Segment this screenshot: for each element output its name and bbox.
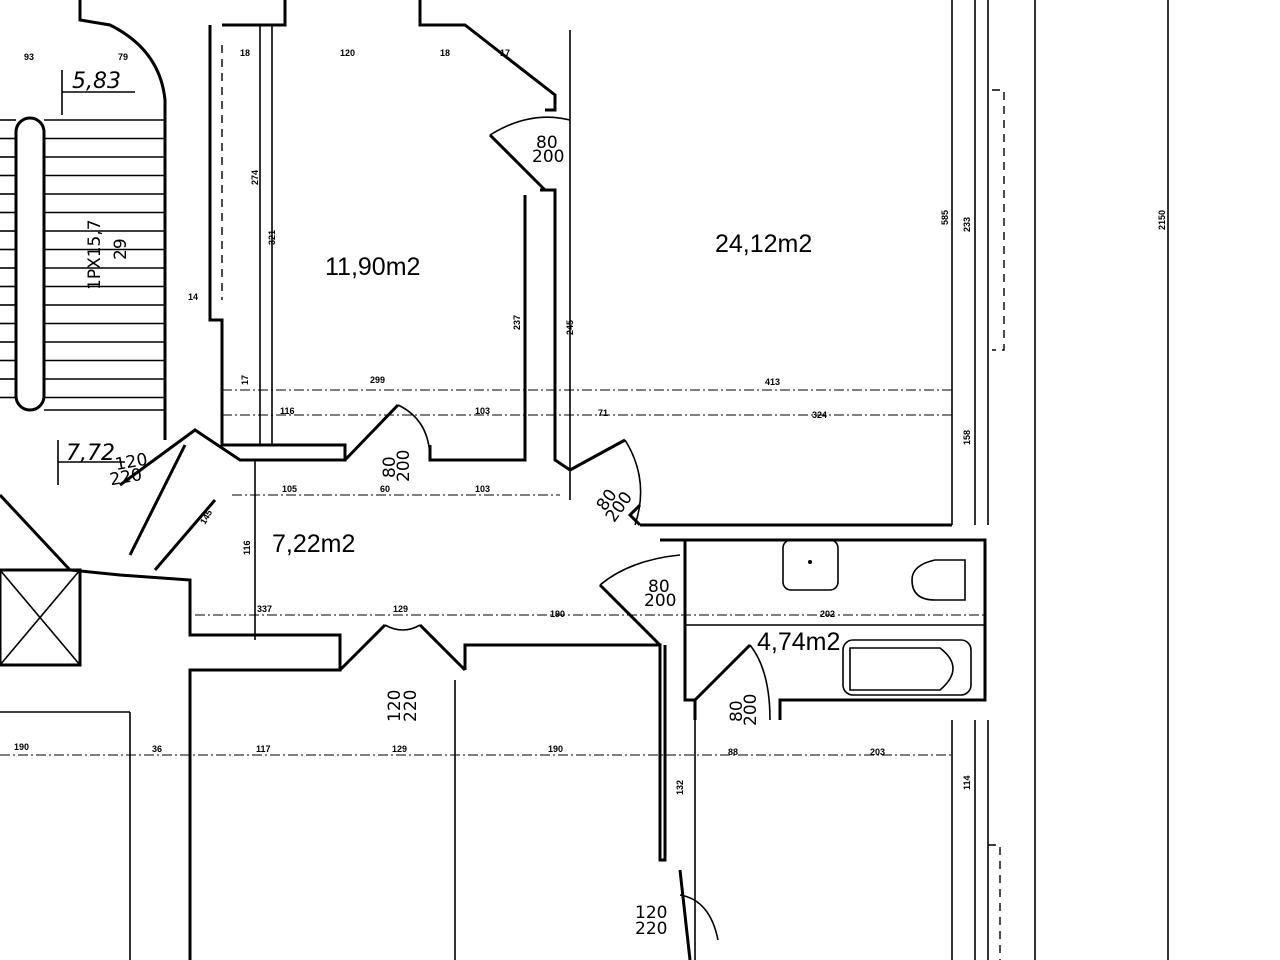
dimension-value: 299 [370,375,385,385]
level-value-2: 7,72 [66,441,115,466]
staircase [0,0,167,440]
dimension-value: 103 [475,484,490,494]
area-label-bath: 4,74m2 [757,628,840,656]
dimension-value: 190 [14,742,29,752]
door-label-2: 80 200 [380,450,414,482]
dimension-value: 237 [512,315,522,330]
door-labels: 80 200 80 200 80 200 80 200 80 200 120 2… [108,133,761,939]
svg-text:80: 80 [536,133,558,153]
dimension-value: 71 [598,408,608,418]
door-label-4: 80 200 [644,577,676,611]
dimension-value: 158 [962,430,972,445]
bath-fixtures [782,539,972,696]
svg-text:120: 120 [635,903,667,923]
dimension-value: 129 [392,744,407,754]
level-marker-1: 5,83 [61,69,135,115]
door-swings [128,116,771,960]
dimension-value: 103 [475,406,490,416]
svg-text:120: 120 [385,690,405,722]
svg-text:200: 200 [532,147,564,167]
dimension-value: 585 [940,210,950,225]
dimension-value: 324 [812,410,827,420]
svg-text:200: 200 [644,591,676,611]
dimension-value: 245 [565,320,575,335]
svg-text:220: 220 [401,690,421,722]
dimension-value: 93 [24,52,34,62]
dimension-value: 120 [340,48,355,58]
svg-text:80: 80 [727,700,747,722]
svg-text:200: 200 [741,694,761,726]
svg-text:80: 80 [648,577,670,597]
dimension-value: 79 [118,52,128,62]
dimension-value: 18 [440,48,450,58]
stair-label: 1PX15,7 29 [85,219,131,290]
dimension-value: 18 [240,48,250,58]
dimension-value: 60 [380,484,390,494]
exterior-walls [951,0,1169,960]
dimension-value: 117 [256,744,271,754]
dimension-value: 14 [188,292,198,302]
hall-walls [0,428,987,960]
dimension-value: 337 [257,604,272,614]
dimension-value: 202 [820,609,835,619]
door-label-1: 80 200 [532,133,564,167]
dimension-value: 36 [152,744,162,754]
dimension-value: 105 [282,484,297,494]
dimension-value: 2150 [1157,210,1167,230]
dimension-value: 88 [728,747,738,757]
door-label-3: 80 200 [593,486,637,527]
dimension-value: 413 [765,377,780,387]
svg-text:220: 220 [108,465,143,490]
level-value-1: 5,83 [72,69,121,94]
dimension-value: 190 [548,744,563,754]
door-label-7: 120 220 [635,903,667,939]
sink-icon [782,539,839,591]
area-label-room-a: 11,90m2 [325,253,420,281]
room-11-90-walls [208,0,952,500]
svg-text:200: 200 [394,450,414,482]
dimension-value: 116 [242,540,252,555]
door-label-6: 120 220 [385,690,421,722]
dimension-value: 190 [550,609,565,619]
dimension-value: 116 [280,406,295,416]
room-24-12-walls [627,503,952,527]
sink-drain-icon [808,560,812,564]
stair-label-line-1: 1PX15,7 [85,219,105,290]
dimension-value: 114 [962,775,972,790]
bathtub-icon [842,639,972,696]
level-marker-2: 7,72 [57,440,125,485]
dimension-value: 129 [393,604,408,614]
toilet-icon [911,559,966,601]
dimension-value: 233 [962,217,972,232]
dimension-value: 203 [870,747,885,757]
dimension-value: 274 [250,170,260,185]
svg-text:80: 80 [380,456,400,478]
dimension-value: 132 [675,780,685,795]
dimension-value: 17 [240,375,250,385]
stair-label-line-2: 29 [111,238,131,260]
dimension-value: 17 [500,48,510,58]
svg-text:220: 220 [635,919,667,939]
door-label-5: 80 200 [727,694,761,726]
area-label-room-b: 24,12m2 [715,230,812,258]
area-label-hall: 7,22m2 [272,530,355,558]
dimension-labels: 93 79 18 120 18 17 274 321 237 245 585 233 158 116 114… [14,48,1167,795]
dimension-value: 145 [198,508,214,526]
dimension-value: 321 [267,230,277,245]
